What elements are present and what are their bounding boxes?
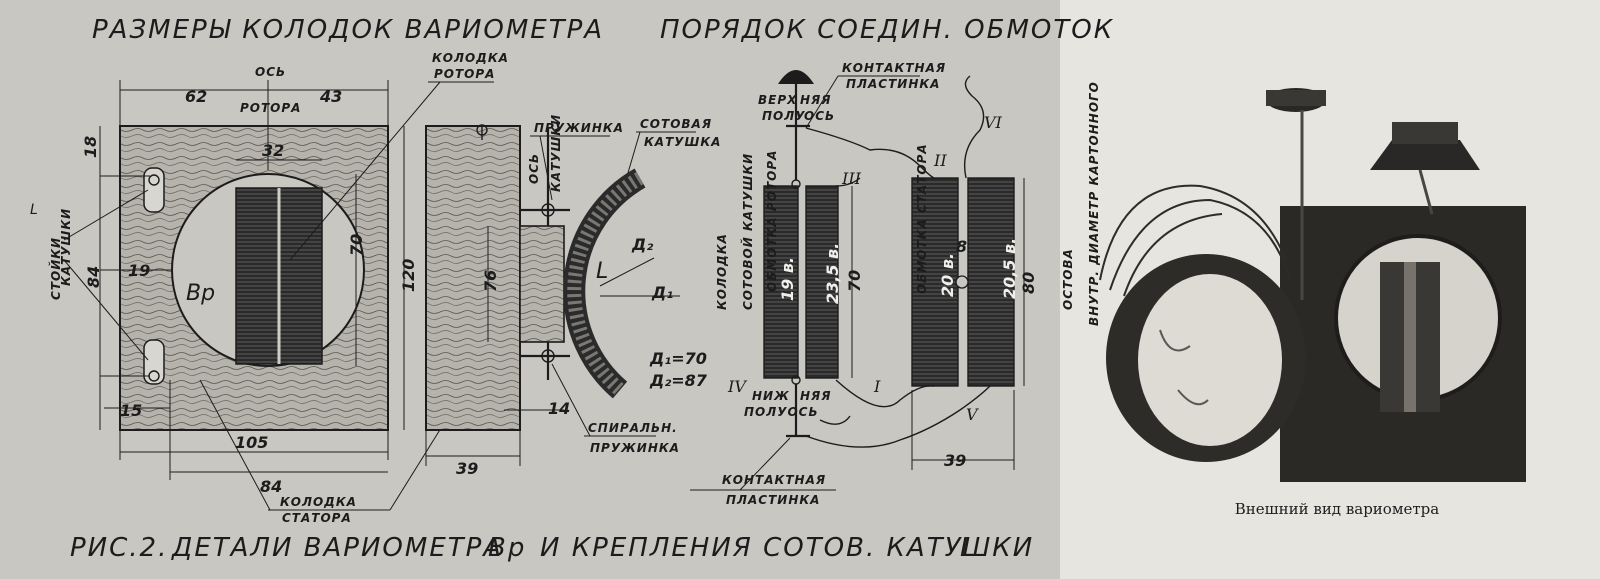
- dim-70: 70: [347, 234, 366, 256]
- dim-19: 19: [128, 261, 150, 280]
- label-coil-axis-2: КАТУШКИ: [549, 114, 563, 192]
- label-lower-half-axis-3: ПОЛУОСЬ: [744, 405, 819, 419]
- title-winding-order: ПОРЯДОК СОЕДИН. ОБМОТОК: [660, 15, 1114, 45]
- dim-39-coil: 39: [944, 451, 966, 470]
- label-contact-plate-bottom-2: ПЛАСТИНКА: [726, 493, 820, 507]
- dim-84-vertical: 84: [84, 266, 103, 288]
- dim-18: 18: [81, 136, 100, 158]
- dim-39-stator: 39: [456, 459, 478, 478]
- rotor-coil-diagram: [763, 70, 839, 438]
- label-upper-half-axis-2: НЯЯ: [800, 93, 832, 107]
- dim-62: 62: [185, 87, 207, 106]
- stator-coil-diagram: [911, 177, 1015, 387]
- photo-caption: Внешний вид вариометра: [1234, 500, 1440, 518]
- roman-II: II: [933, 151, 947, 170]
- label-rotor-winding: ОБМОТКА РОТОРА: [765, 150, 779, 292]
- rotor-turns-b: 23,5 в.: [823, 243, 842, 304]
- dim-70-rotor: 70: [845, 270, 864, 292]
- label-axis-rotor: ОСЬ: [255, 65, 286, 79]
- caption-bp: Вр: [488, 533, 526, 563]
- label-inner-diameter: ВНУТР. ДИАМЕТР КАРТОННОГО: [1087, 81, 1101, 326]
- roman-V: V: [966, 405, 979, 424]
- title-block-dimensions: РАЗМЕРЫ КОЛОДОК ВАРИОМЕТРА: [92, 15, 604, 45]
- label-spiral-spring: СПИРАЛЬН.: [588, 421, 678, 435]
- dim-15: 15: [120, 401, 142, 420]
- roman-III: III: [841, 169, 862, 188]
- label-stands: СТОЙКИ: [48, 237, 63, 300]
- roman-VI: VI: [984, 113, 1003, 132]
- stator-dimension-lines: [99, 80, 405, 480]
- label-L-coil: L: [596, 259, 608, 284]
- dim-84-horizontal: 84: [260, 477, 282, 496]
- caption-L: L: [960, 533, 977, 563]
- label-honeycomb-coil: СОТОВАЯ: [640, 117, 712, 131]
- label-stands-coil: КАТУШКИ: [59, 208, 73, 286]
- label-bp: Вр: [186, 281, 215, 306]
- dim-14: 14: [548, 399, 570, 418]
- label-d1: Д₁: [651, 283, 673, 302]
- caption-text-2: И КРЕПЛЕНИЯ СОТОВ. КАТУШКИ: [540, 533, 1034, 563]
- label-lower-half-axis: НИЖ: [752, 389, 790, 403]
- dim-43: 43: [319, 87, 342, 106]
- label-honeycomb-coil-2: КАТУШКА: [644, 135, 721, 149]
- figure-caption: РИС.2. ДЕТАЛИ ВАРИОМЕТРА Вр И КРЕПЛЕНИЯ …: [70, 533, 1034, 563]
- honeycomb-coil-arc: [563, 168, 680, 399]
- roman-IV: IV: [727, 377, 747, 396]
- label-d2-eq: Д₂=87: [649, 371, 708, 390]
- dim-32: 32: [262, 141, 284, 160]
- stator-turns-b: 20,5 в.: [1000, 238, 1019, 299]
- label-spring: ПРУЖИНКА: [534, 121, 624, 135]
- label-coil-axis: ОСЬ: [527, 153, 541, 184]
- label-block-stator: КОЛОДКА: [280, 495, 357, 509]
- dim-8: 8: [956, 237, 967, 256]
- label-stator-winding: ОБМОТКА СТАТОРА: [915, 143, 929, 294]
- caption-fig-number: РИС.2.: [70, 533, 168, 563]
- label-lower-half-axis-2: НЯЯ: [800, 389, 832, 403]
- label-block-rotor-2: РОТОРА: [434, 67, 495, 81]
- label-contact-plate-top: КОНТАКТНАЯ: [842, 61, 946, 75]
- label-inner-diameter-2: ОСТОВА: [1061, 248, 1075, 310]
- dim-80: 80: [1019, 272, 1038, 294]
- label-spiral-spring-2: ПРУЖИНКА: [590, 441, 680, 455]
- label-d2: Д₂: [631, 235, 653, 254]
- label-block-honeycomb: КОЛОДКА: [715, 233, 729, 310]
- label-upper-half-axis-3: ПОЛУ: [762, 109, 805, 123]
- label-d1-eq: Д₁=70: [649, 349, 707, 368]
- label-stands-L: L: [30, 202, 38, 218]
- label-block-honeycomb-2: СОТОВОЙ КАТУШКИ: [740, 153, 755, 310]
- stator-block-front-view: [119, 125, 389, 431]
- dim-120: 120: [399, 259, 418, 292]
- label-contact-plate-top-2: ПЛАСТИНКА: [846, 77, 940, 91]
- label-contact-plate-bottom: КОНТАКТНАЯ: [722, 473, 826, 487]
- label-block-rotor: КОЛОДКА: [432, 51, 509, 65]
- dim-76: 76: [481, 270, 500, 292]
- rotor-turns-a: 19 в.: [778, 257, 797, 301]
- label-upper-half-axis-4: ОСЬ: [804, 109, 835, 123]
- label-block-stator-2: СТАТОРА: [282, 511, 352, 525]
- variometer-photo: [1099, 88, 1526, 482]
- label-upper-half-axis: ВЕРХ: [758, 93, 797, 107]
- dim-105: 105: [235, 433, 268, 452]
- label-axis-rotor-2: РОТОРА: [240, 101, 301, 115]
- connecting-wires: [805, 75, 991, 448]
- stator-turns-a: 20 в.: [938, 253, 957, 297]
- roman-I: I: [873, 377, 881, 396]
- caption-text: ДЕТАЛИ ВАРИОМЕТРА: [171, 533, 503, 563]
